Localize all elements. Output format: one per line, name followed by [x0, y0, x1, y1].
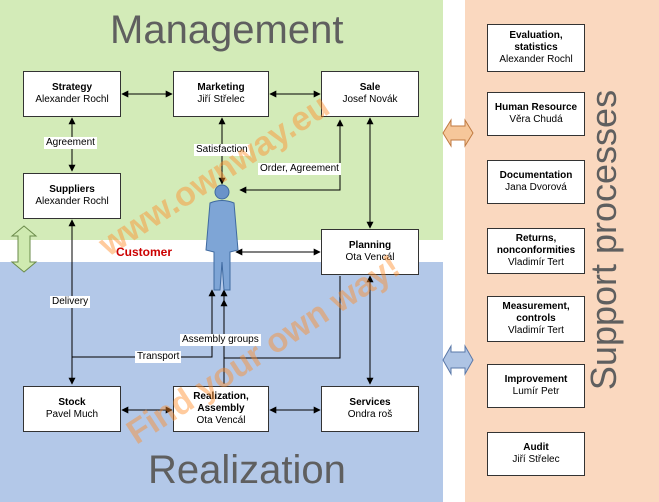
support-box-title: Evaluation, statistics: [509, 30, 563, 53]
sale-box[interactable]: Sale Josef Novák: [321, 71, 419, 117]
services-title: Services: [349, 397, 391, 408]
support-box-title: Measurement, controls: [502, 301, 570, 324]
support-box-title: Human Resource: [494, 102, 578, 113]
sale-person: Josef Novák: [342, 94, 398, 105]
support-box-person: Lumír Petr: [512, 386, 560, 397]
delivery-label: Delivery: [50, 296, 91, 308]
support-box-improvement[interactable]: Improvement Lumír Petr: [487, 364, 585, 408]
services-person: Ondra roš: [347, 409, 393, 420]
transport-label: Transport: [135, 351, 182, 363]
support-box-person: Vladimír Tert: [508, 325, 564, 336]
realization-assembly-box[interactable]: Realization, Assembly Ota Vencál: [173, 386, 269, 432]
planning-person: Ota Vencál: [345, 252, 395, 263]
customer-label: Customer: [116, 245, 173, 259]
stock-customer-transport-arrow: [72, 289, 216, 358]
realization-assembly-title: Realization, Assembly: [193, 391, 249, 414]
support-box-audit[interactable]: Audit Jiří Střelec: [487, 432, 585, 476]
planning-title: Planning: [348, 240, 392, 251]
realization-assembly-person: Ota Vencál: [196, 415, 246, 426]
support-box-title: Documentation: [499, 170, 573, 181]
satisfaction-label: Satisfaction: [194, 144, 250, 156]
support-box-person: Jana Dvorová: [505, 182, 567, 193]
sale-title: Sale: [359, 82, 381, 93]
support-box-person: Jiří Střelec: [512, 454, 560, 465]
strategy-title: Strategy: [51, 82, 92, 93]
stock-box[interactable]: Stock Pavel Much: [23, 386, 121, 432]
support-box-measurement[interactable]: Measurement, controls Vladimír Tert: [487, 296, 585, 342]
marketing-box[interactable]: Marketing Jiří Střelec: [173, 71, 269, 117]
strategy-box[interactable]: Strategy Alexander Rochl: [23, 71, 121, 117]
strategy-person: Alexander Rochl: [35, 94, 109, 105]
support-box-returns[interactable]: Returns, nonconformities Vladimír Tert: [487, 228, 585, 274]
management-title: Management: [110, 8, 344, 52]
support-box-evaluation[interactable]: Evaluation, statistics Alexander Rochl: [487, 24, 585, 72]
management-realization-double-arrow: [10, 225, 38, 273]
agreement-label: Agreement: [44, 137, 97, 149]
support-box-person: Věra Chudá: [509, 114, 563, 125]
marketing-title: Marketing: [197, 82, 245, 93]
services-box[interactable]: Services Ondra roš: [321, 386, 419, 432]
realization-title: Realization: [148, 448, 346, 492]
customer-person-icon: [205, 184, 239, 291]
support-box-title: Returns, nonconformities: [496, 233, 576, 256]
support-box-person: Alexander Rochl: [499, 54, 573, 65]
stock-person: Pavel Much: [45, 409, 99, 420]
customer-sale-arrow: [239, 119, 344, 194]
assembly-groups-label: Assembly groups: [180, 334, 261, 346]
support-box-documentation[interactable]: Documentation Jana Dvorová: [487, 160, 585, 204]
management-support-double-arrow: [442, 118, 474, 148]
marketing-person: Jiří Střelec: [197, 94, 245, 105]
suppliers-person: Alexander Rochl: [35, 196, 109, 207]
order-agreement-label: Order, Agreement: [258, 163, 341, 175]
planning-box[interactable]: Planning Ota Vencál: [321, 229, 419, 275]
realization-support-double-arrow: [442, 344, 474, 376]
suppliers-box[interactable]: Suppliers Alexander Rochl: [23, 173, 121, 219]
support-box-human-resource[interactable]: Human Resource Věra Chudá: [487, 92, 585, 136]
stock-title: Stock: [58, 397, 86, 408]
support-box-person: Vladimír Tert: [508, 257, 564, 268]
suppliers-title: Suppliers: [49, 184, 95, 195]
support-box-title: Improvement: [504, 374, 568, 385]
support-box-title: Audit: [523, 442, 549, 453]
